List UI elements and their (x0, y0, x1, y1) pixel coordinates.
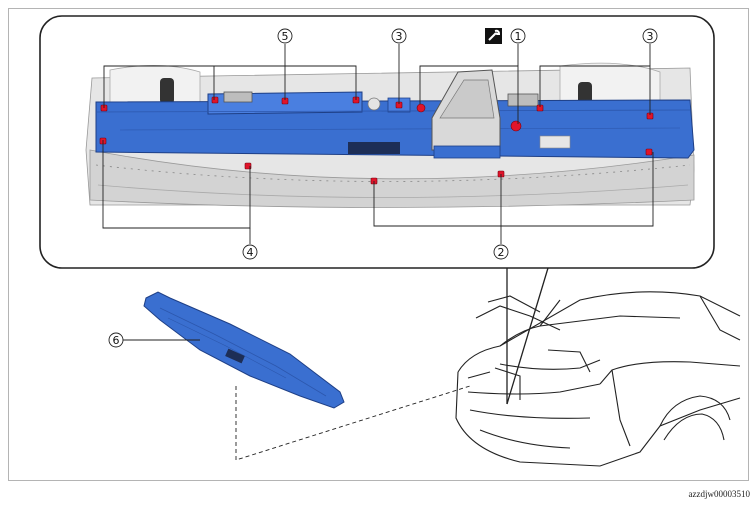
dashed-location-line (235, 385, 471, 461)
zoom-pointer (506, 267, 549, 405)
fastener-bolt-1-a (416, 103, 426, 113)
radiator-cover-part-6 (143, 291, 345, 409)
svg-text:1: 1 (515, 30, 522, 43)
svg-text:6: 6 (113, 334, 120, 347)
callout-2: 2 (493, 244, 509, 260)
callout-5: 5 (277, 28, 293, 44)
callout-1: 1 (510, 28, 526, 44)
svg-text:5: 5 (282, 30, 289, 43)
callout-3-center: 3 (391, 28, 407, 44)
figure-frame (8, 8, 749, 481)
svg-text:3: 3 (396, 30, 403, 43)
vehicle-outline (455, 291, 741, 467)
fastener-clip-4-center (244, 162, 252, 170)
fastener-clip-5-a (211, 96, 219, 104)
fastener-bolt-1-b (510, 120, 522, 132)
callout-6: 6 (108, 332, 124, 348)
callout-3-right: 3 (642, 28, 658, 44)
radiator-cover-detail (95, 91, 695, 159)
air-intake-duct (431, 69, 501, 159)
svg-text:2: 2 (498, 246, 505, 259)
svg-text:3: 3 (647, 30, 654, 43)
wrench-icon (485, 28, 502, 44)
fastener-clip-2-right (645, 148, 653, 156)
hood-latch (223, 91, 539, 111)
leader-lines (102, 44, 654, 244)
figure-code: azzdjw00003510 (688, 489, 750, 499)
svg-text:4: 4 (247, 246, 254, 259)
callout-4: 4 (242, 244, 258, 260)
